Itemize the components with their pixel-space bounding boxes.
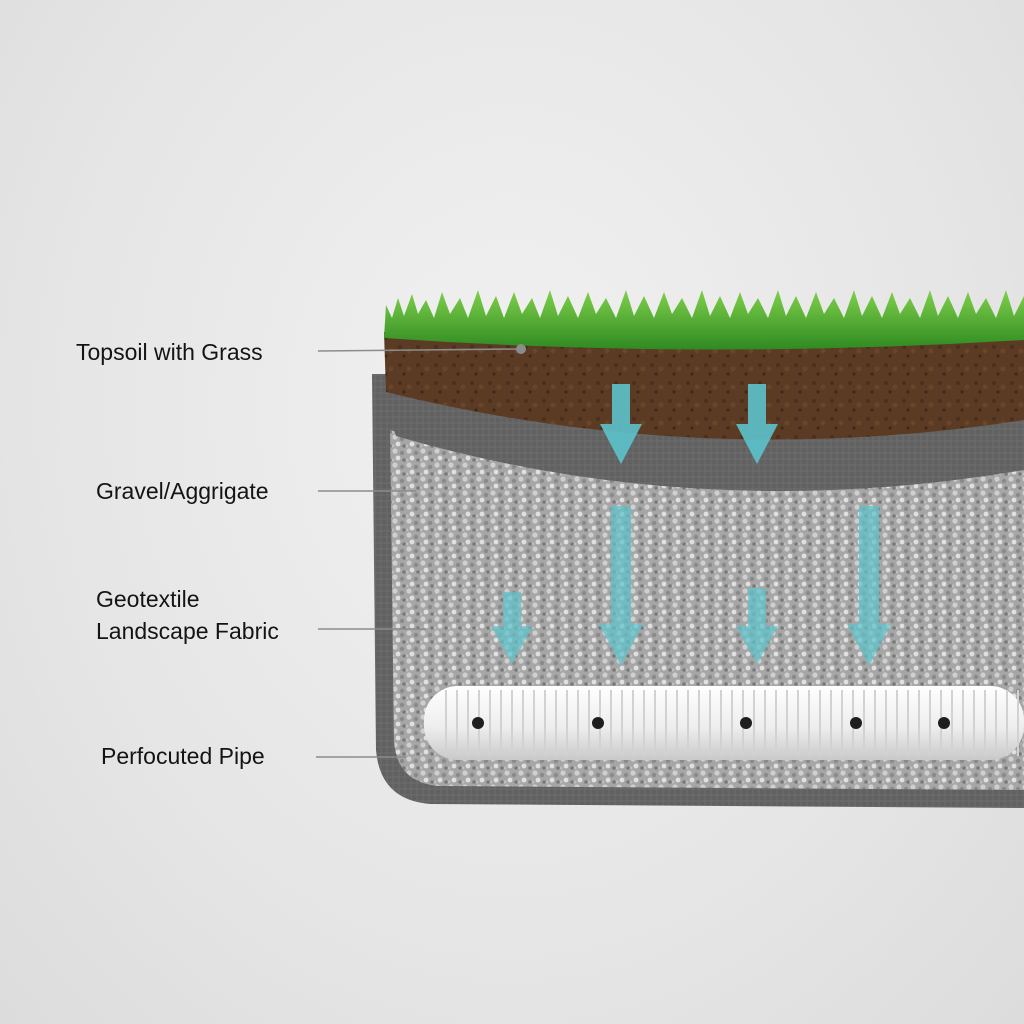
label-text: Gravel/Aggrigate — [96, 478, 269, 504]
label-text-line2: Landscape Fabric — [96, 618, 279, 644]
grass-layer — [384, 290, 1024, 350]
down-arrow-icon — [847, 506, 891, 666]
label-text-line1: Geotextile — [96, 586, 200, 612]
label-text: Perfocuted Pipe — [101, 743, 265, 769]
down-arrow-icon — [736, 384, 778, 464]
geotextile-fabric-top — [382, 392, 1024, 492]
perforated-pipe — [424, 686, 1024, 760]
label-text: Topsoil with Grass — [76, 339, 263, 365]
leader-lines — [316, 348, 521, 758]
label-gravel-aggregate: Gravel/Aggrigate — [96, 475, 269, 507]
down-arrow-icon — [491, 592, 533, 664]
down-arrow-icon — [600, 384, 642, 464]
topsoil-layer — [384, 328, 1024, 440]
water-flow-arrows — [491, 384, 891, 666]
label-topsoil-with-grass: Topsoil with Grass — [76, 336, 263, 368]
down-arrow-icon — [736, 588, 778, 664]
label-perforated-pipe: Perfocuted Pipe — [101, 740, 265, 772]
leader-dot — [516, 344, 526, 354]
down-arrow-icon — [599, 506, 643, 666]
label-geotextile-fabric: Geotextile Landscape Fabric — [96, 583, 279, 647]
